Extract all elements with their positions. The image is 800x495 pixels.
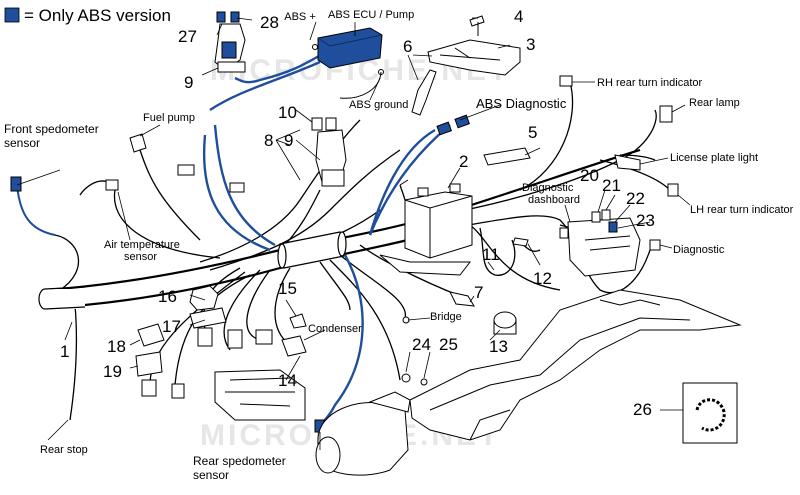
part-number-21: 21 bbox=[602, 176, 621, 195]
legend-swatch bbox=[4, 7, 20, 23]
label-rh-rear-turn: RH rear turn indicator bbox=[597, 77, 702, 89]
part-number-27: 27 bbox=[178, 27, 197, 46]
part-number-10: 10 bbox=[278, 103, 297, 122]
label-abs-plus: ABS + bbox=[284, 11, 316, 23]
label-rear-lamp: Rear lamp bbox=[689, 97, 740, 109]
legend-text: = Only ABS version bbox=[24, 6, 171, 25]
abs-ecu-pump bbox=[317, 27, 383, 69]
part-number-18: 18 bbox=[107, 337, 126, 356]
label-rear-speedo-1: Rear spedometer bbox=[193, 454, 286, 468]
part-number-23: 23 bbox=[636, 211, 655, 230]
label-air-temp-1: Air temperature bbox=[104, 239, 180, 251]
label-license-plate: License plate light bbox=[670, 152, 758, 164]
part-number-14: 14 bbox=[278, 371, 297, 390]
label-diagnostic-dashboard-1: Diagnostic bbox=[522, 182, 574, 194]
part-number-28: 28 bbox=[260, 13, 279, 32]
part-number-7: 7 bbox=[474, 283, 483, 302]
abs-connectors bbox=[214, 11, 246, 73]
part-number-11: 11 bbox=[482, 245, 500, 264]
label-bridge: Bridge bbox=[430, 311, 462, 323]
leader-lines bbox=[16, 17, 691, 450]
components bbox=[105, 15, 742, 476]
part-number-1: 1 bbox=[60, 342, 69, 361]
part-number-8: 8 bbox=[264, 131, 273, 150]
part-number-17: 17 bbox=[162, 317, 181, 336]
label-abs-ground: ABS ground bbox=[349, 99, 408, 111]
label-fuel-pump: Fuel pump bbox=[143, 112, 195, 124]
part-number-26: 26 bbox=[633, 400, 652, 419]
label-lh-rear-turn: LH rear turn indicator bbox=[690, 204, 794, 216]
part-number-16: 16 bbox=[158, 287, 177, 306]
part-number-20: 20 bbox=[580, 166, 599, 185]
part-number-2: 2 bbox=[459, 152, 468, 171]
part-number-15: 15 bbox=[278, 279, 297, 298]
label-diagnostic: Diagnostic bbox=[673, 244, 725, 256]
label-front-speedo-2: sensor bbox=[4, 136, 40, 150]
part-number-9b: 9 bbox=[284, 131, 293, 150]
harness-sleeves bbox=[38, 231, 347, 310]
part-number-22: 22 bbox=[626, 189, 645, 208]
part-number-13: 13 bbox=[489, 337, 508, 356]
part-number-25: 25 bbox=[439, 335, 458, 354]
label-front-speedo-1: Front spedometer bbox=[4, 122, 99, 136]
label-abs-ecu-pump: ABS ECU / Pump bbox=[328, 9, 414, 21]
part-number-6: 6 bbox=[403, 37, 412, 56]
label-air-temp-2: sensor bbox=[124, 251, 157, 263]
part-number-4: 4 bbox=[514, 7, 523, 26]
part-number-5: 5 bbox=[528, 123, 537, 142]
part-number-19: 19 bbox=[103, 362, 122, 381]
part-number-12: 12 bbox=[533, 269, 552, 288]
label-condenser: Condenser bbox=[308, 323, 362, 335]
label-diagnostic-dashboard-2: dashboard bbox=[528, 194, 580, 206]
label-abs-diagnostic: ABS Diagnostic bbox=[476, 96, 567, 111]
part-number-9a: 9 bbox=[184, 73, 193, 92]
part-number-24: 24 bbox=[412, 335, 431, 354]
label-rear-speedo-2: sensor bbox=[193, 468, 229, 482]
part-number-3: 3 bbox=[526, 35, 535, 54]
label-rear-stop: Rear stop bbox=[40, 444, 88, 456]
abs-diagnostic-connectors bbox=[436, 114, 470, 136]
